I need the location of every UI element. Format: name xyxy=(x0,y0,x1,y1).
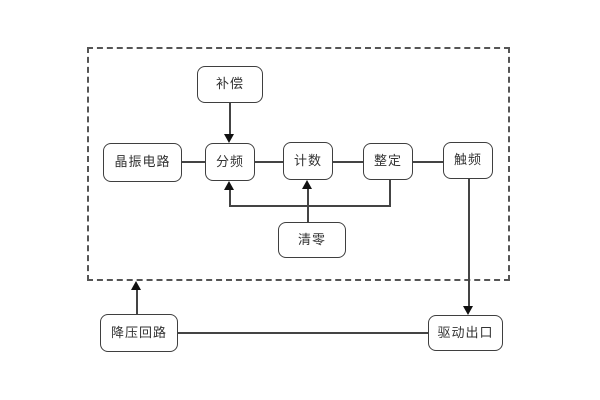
connector-oscillator-to-divider xyxy=(182,161,205,163)
node-step-down-loop: 降压回路 xyxy=(100,314,178,352)
connector-counter-to-setting xyxy=(333,161,363,163)
arrowhead-into-counter-bottom xyxy=(302,180,312,189)
node-setting: 整定 xyxy=(363,143,413,180)
connector-trigger-to-drive-output xyxy=(468,179,470,306)
node-reset: 清零 xyxy=(278,222,346,258)
arrowhead-into-drive-output xyxy=(463,306,473,315)
arrowhead-into-dashed-boundary xyxy=(131,281,141,290)
connector-setting-to-feedback-bus xyxy=(389,180,391,205)
connector-compensation-to-divider xyxy=(229,103,231,135)
arrowhead-into-divider-top xyxy=(224,134,234,143)
node-frequency-divider: 分频 xyxy=(205,143,255,181)
connector-setting-to-trigger xyxy=(413,161,443,163)
node-counter: 计数 xyxy=(283,142,333,180)
node-drive-output: 驱动出口 xyxy=(428,315,503,351)
connector-stepdown-to-boundary xyxy=(136,290,138,314)
connector-divider-to-counter xyxy=(255,161,283,163)
connector-feedback-to-divider xyxy=(229,190,231,205)
connector-feedback-bus xyxy=(229,205,391,207)
connector-stepdown-to-drive-output xyxy=(178,332,428,334)
dashed-boundary xyxy=(87,47,510,281)
arrowhead-into-divider-bottom xyxy=(224,181,234,190)
node-compensation: 补偿 xyxy=(197,66,263,103)
node-trigger: 触频 xyxy=(443,142,493,179)
node-crystal-oscillator: 晶振电路 xyxy=(103,143,182,182)
